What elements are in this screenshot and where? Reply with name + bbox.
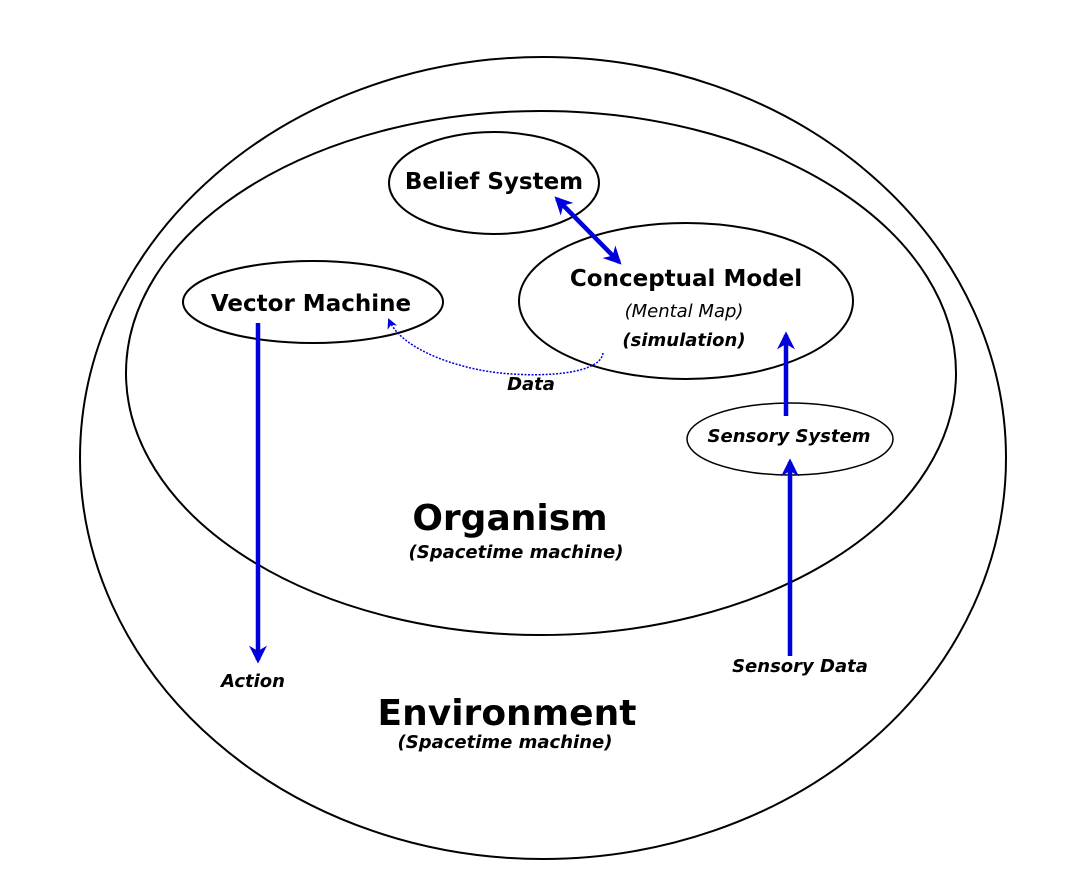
organism-subtitle: (Spacetime machine): [409, 542, 624, 563]
vector-machine-label: Vector Machine: [211, 291, 411, 317]
vector-machine-node: [182, 260, 444, 344]
conceptual-model-node: [518, 222, 854, 380]
conceptual-model-sub1: (Mental Map): [625, 301, 744, 322]
data-arrow: [387, 318, 604, 376]
belief-system-node: [388, 131, 600, 235]
data-edge-label: Data: [507, 374, 555, 395]
environment-subtitle: (Spacetime machine): [398, 732, 613, 753]
sensory-data-edge-label: Sensory Data: [732, 656, 868, 677]
organism-title: Organism: [412, 498, 607, 539]
belief-conceptual-arrow: [554, 196, 622, 265]
environment-title: Environment: [378, 693, 637, 734]
environment-ellipse: [79, 56, 1007, 860]
action-edge-label: Action: [219, 671, 285, 692]
organism-ellipse: [125, 110, 957, 636]
conceptual-model-label: Conceptual Model: [570, 266, 802, 292]
conceptual-model-sub2: (simulation): [622, 330, 745, 351]
sensory-system-label: Sensory System: [708, 426, 871, 447]
belief-system-label: Belief System: [405, 169, 583, 195]
